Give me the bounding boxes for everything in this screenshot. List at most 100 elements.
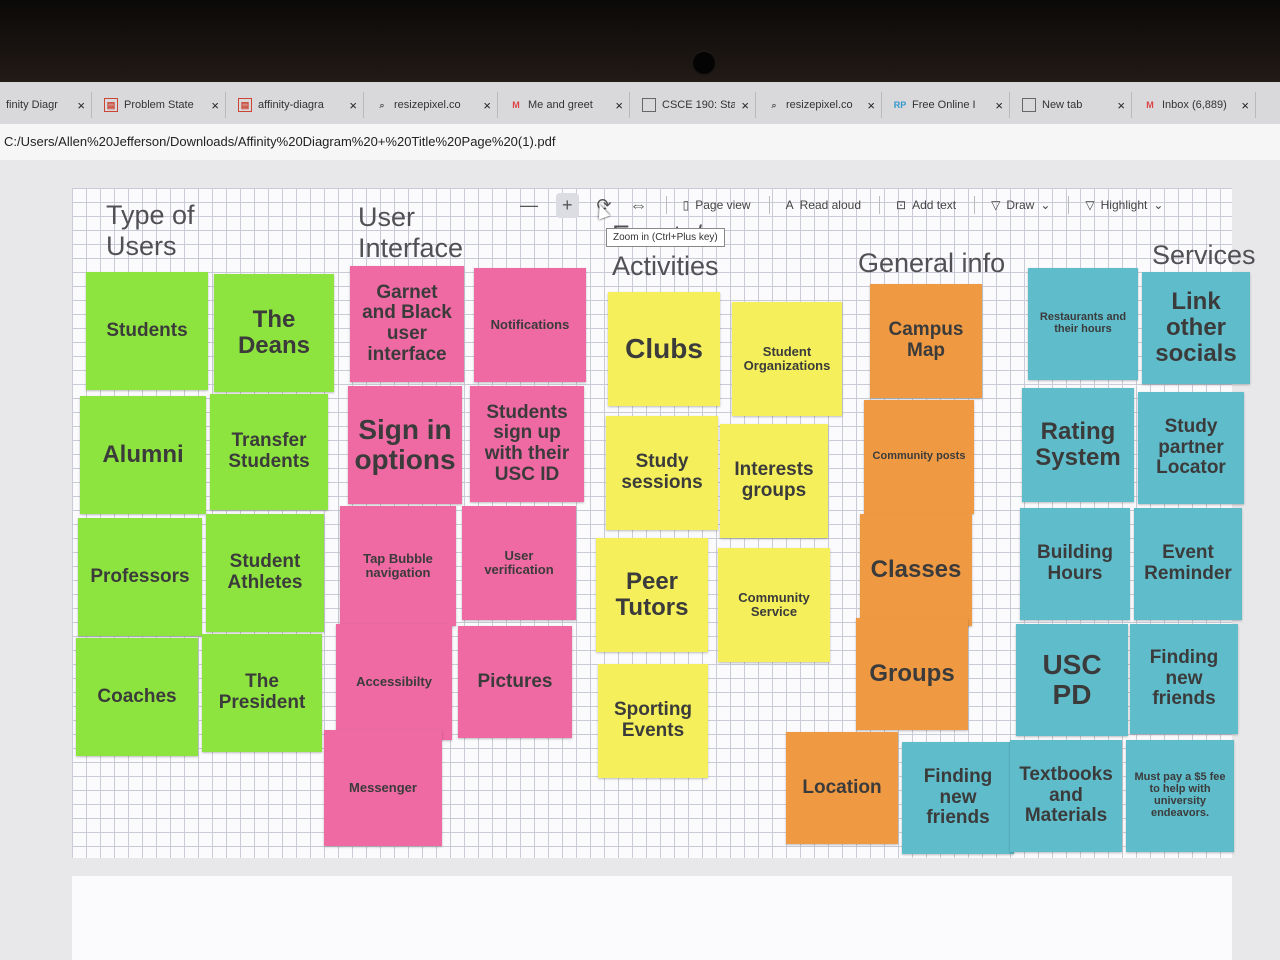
laptop-bezel xyxy=(0,0,1280,90)
webcam xyxy=(693,52,715,74)
close-tab-icon[interactable]: × xyxy=(867,97,875,113)
toolbar-divider xyxy=(665,196,667,214)
close-tab-icon[interactable]: × xyxy=(1241,97,1249,113)
sticky-note: Coaches xyxy=(76,638,198,756)
sticky-note: Accessibilty xyxy=(336,624,452,740)
tab-2[interactable]: ▤ affinity-diagra × xyxy=(232,92,364,118)
toolbar-divider xyxy=(974,196,976,214)
sticky-note: Event Reminder xyxy=(1134,508,1242,620)
zoom-in-button[interactable]: + xyxy=(556,192,579,218)
pdf-icon: ▤ xyxy=(104,98,118,112)
tab-6[interactable]: ⌕ resizepixel.co × xyxy=(762,92,882,118)
sticky-note: Community posts xyxy=(864,400,974,514)
close-tab-icon[interactable]: × xyxy=(615,97,623,113)
zoom-in-tooltip: Zoom in (Ctrl+Plus key) xyxy=(606,228,725,247)
url-text[interactable]: C:/Users/Allen%20Jefferson/Downloads/Aff… xyxy=(4,134,556,149)
close-tab-icon[interactable]: × xyxy=(995,97,1003,113)
sticky-note: Study sessions xyxy=(606,416,718,530)
tab-3[interactable]: ⌕ resizepixel.co × xyxy=(370,92,498,118)
sticky-note: Students xyxy=(86,272,208,390)
sticky-note: Messenger xyxy=(324,730,442,846)
tab-4[interactable]: M Me and greet × xyxy=(504,92,630,118)
close-tab-icon[interactable]: × xyxy=(211,97,219,113)
page-view-label: Page view xyxy=(695,198,751,212)
gmail-icon: M xyxy=(512,100,520,110)
sticky-note: Sign in options xyxy=(348,386,462,504)
sticky-note: Finding new friends xyxy=(902,742,1014,854)
sticky-note: Garnet and Black user interface xyxy=(350,266,464,382)
sticky-note: Alumni xyxy=(80,396,206,514)
close-tab-icon[interactable]: × xyxy=(483,97,491,113)
toolbar-divider xyxy=(879,196,880,214)
zoom-out-button[interactable]: — xyxy=(520,194,538,215)
close-tab-icon[interactable]: × xyxy=(1117,97,1125,113)
sticky-note: Classes xyxy=(860,514,972,626)
page-view-icon: ▯ xyxy=(682,198,690,212)
sticky-note: The Deans xyxy=(214,274,334,392)
tab-strip: finity Diagr × ▤ Problem State × ▤ affin… xyxy=(0,82,1280,124)
chevron-down-icon[interactable]: ⌄ xyxy=(1153,198,1164,212)
chevron-down-icon[interactable]: ⌄ xyxy=(1040,198,1051,212)
newtab-icon xyxy=(1022,98,1036,112)
sticky-note: Campus Map xyxy=(870,284,982,398)
tab-5[interactable]: CSCE 190: Sta × xyxy=(636,92,756,118)
heading-general-info: General info xyxy=(858,248,1006,278)
sticky-note: Groups xyxy=(856,618,968,730)
sticky-note: The President xyxy=(202,634,322,752)
highlight-button[interactable]: ▽ Highlight ⌄ xyxy=(1085,198,1163,212)
tab-label: resizepixel.co xyxy=(786,99,853,111)
tab-1[interactable]: ▤ Problem State × xyxy=(98,92,226,118)
sticky-note: Restaurants and their hours xyxy=(1028,268,1138,380)
tab-8[interactable]: New tab × xyxy=(1016,92,1132,118)
sticky-note: Professors xyxy=(78,518,202,636)
tab-label: Inbox (6,889) xyxy=(1162,99,1227,111)
pdf-page: Type of Users User Interface Events/ Act… xyxy=(72,188,1256,858)
gmail-icon: M xyxy=(1146,100,1154,110)
sticky-note: Clubs xyxy=(608,292,720,406)
sticky-note: Must pay a $5 fee to help with universit… xyxy=(1126,740,1234,852)
fit-width-icon[interactable]: ⇔ xyxy=(629,194,648,215)
tab-9[interactable]: M Inbox (6,889) × xyxy=(1138,92,1256,118)
sticky-note: User verification xyxy=(462,506,576,620)
add-text-icon: ⊡ xyxy=(896,198,907,212)
sticky-note: Link other socials xyxy=(1142,272,1250,384)
rp-icon: RP xyxy=(893,100,907,110)
tab-label: CSCE 190: Sta xyxy=(662,99,736,111)
tab-7[interactable]: RP Free Online I × xyxy=(888,92,1010,118)
sticky-note: Student Organizations xyxy=(732,302,842,416)
rotate-icon[interactable]: ⟳ xyxy=(596,194,612,215)
tab-label: resizepixel.co xyxy=(394,99,461,111)
close-tab-icon[interactable]: × xyxy=(349,97,357,113)
sticky-note: Transfer Students xyxy=(210,394,328,510)
read-aloud-button[interactable]: A Read aloud xyxy=(786,198,861,212)
pdf-icon: ▤ xyxy=(238,98,252,112)
search-icon: ⌕ xyxy=(379,99,385,110)
read-aloud-icon: A xyxy=(785,198,794,212)
pdf-toolbar: — + ⟳ ⇔ ▯ Page view A Read aloud ⊡ Add t… xyxy=(520,188,1260,222)
sticky-note: Tap Bubble navigation xyxy=(340,506,456,626)
document-icon xyxy=(642,98,656,112)
sticky-note: Rating System xyxy=(1022,388,1134,502)
sticky-note: Community Service xyxy=(718,548,830,662)
draw-label: Draw xyxy=(1006,198,1035,212)
sticky-note: Students sign up with their USC ID xyxy=(470,386,584,502)
tab-0[interactable]: finity Diagr × xyxy=(0,92,92,118)
tab-label: finity Diagr xyxy=(6,99,58,111)
sticky-note: Building Hours xyxy=(1020,508,1130,620)
close-tab-icon[interactable]: × xyxy=(77,97,85,113)
close-tab-icon[interactable]: × xyxy=(741,97,749,113)
page-view-button[interactable]: ▯ Page view xyxy=(683,198,751,212)
address-bar[interactable]: C:/Users/Allen%20Jefferson/Downloads/Aff… xyxy=(0,124,1280,161)
tab-label: Free Online I xyxy=(912,99,976,111)
sticky-note: Peer Tutors xyxy=(596,538,708,652)
tab-label: Me and greet xyxy=(528,99,593,111)
heading-user-interface: User Interface xyxy=(358,202,464,264)
add-text-button[interactable]: ⊡ Add text xyxy=(896,198,956,212)
pdf-viewer: Type of Users User Interface Events/ Act… xyxy=(0,160,1280,960)
sticky-note: Notifications xyxy=(474,268,586,382)
toolbar-divider xyxy=(1068,196,1070,214)
sticky-note: Student Athletes xyxy=(206,514,324,632)
highlight-icon: ▽ xyxy=(1085,198,1095,212)
add-text-label: Add text xyxy=(912,198,957,212)
draw-button[interactable]: ▽ Draw ⌄ xyxy=(991,198,1050,212)
